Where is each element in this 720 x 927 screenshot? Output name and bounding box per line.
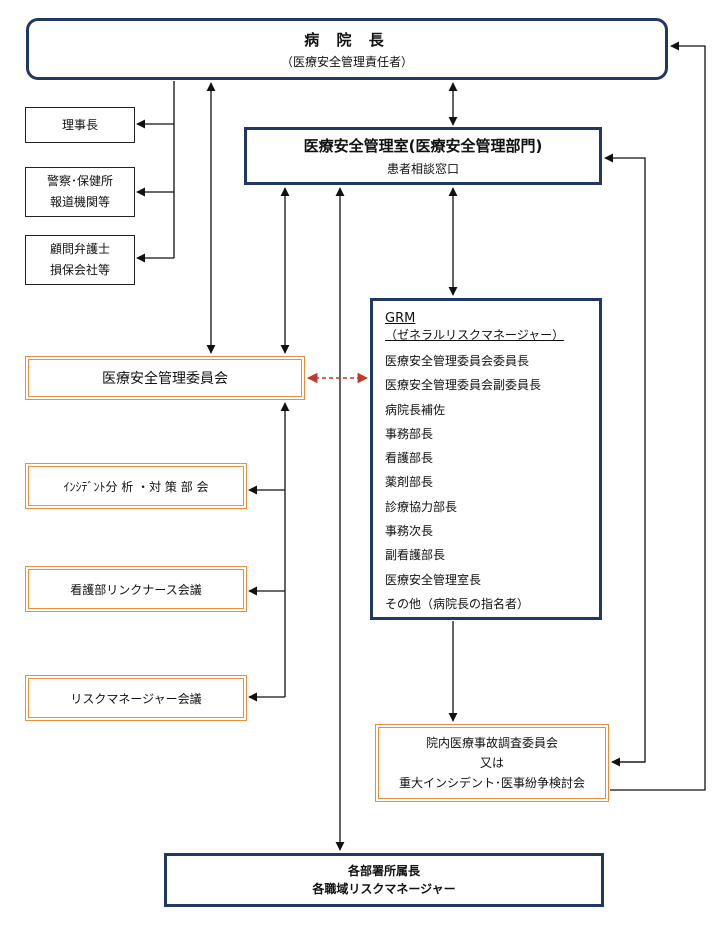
grm-member: 看護部長 bbox=[385, 451, 434, 466]
lawyer-insurer-box: 顧問弁護士 損保会社等 bbox=[25, 235, 135, 285]
incident-analysis-label: ｲﾝｼﾃﾞﾝﾄ分 析 ・対 策 部 会 bbox=[63, 479, 209, 494]
grm-heading-abbr: GRM bbox=[385, 311, 416, 326]
safety-office-title: 医療安全管理室(医療安全管理部門) bbox=[303, 137, 543, 155]
grm-box: GRM （ゼネラルリスクマネージャー） 医療安全管理委員会委員長 医療安全管理委員… bbox=[370, 298, 602, 620]
lawyer-label: 顧問弁護士 bbox=[49, 242, 110, 256]
accident-inquiry-box: 院内医療事故調査委員会 又は 重大インシデント･医事紛争検討会 bbox=[375, 724, 609, 802]
director-subtitle: （医療安全管理責任者） bbox=[280, 54, 413, 69]
grm-member: 病院長補佐 bbox=[385, 402, 446, 417]
police-label: 警察･保健所 bbox=[46, 174, 113, 188]
safety-office-subtitle: 患者相談窓口 bbox=[386, 162, 459, 176]
inquiry-line1: 院内医療事故調査委員会 bbox=[425, 736, 558, 750]
chairman-label: 理事長 bbox=[61, 117, 98, 132]
grm-member: 事務次長 bbox=[385, 524, 434, 539]
arrow-inquiry-office bbox=[604, 153, 646, 763]
director-title: 病 院 長 bbox=[304, 30, 390, 49]
grm-heading-full: （ゼネラルリスクマネージャー） bbox=[385, 328, 565, 342]
department-heads-label: 各部署所属長 bbox=[347, 864, 420, 878]
grm-member-list: 医療安全管理委員会委員長 医療安全管理委員会副委員長 病院長補佐 事務部長 看護… bbox=[385, 349, 589, 616]
grm-heading: GRM （ゼネラルリスクマネージャー） bbox=[385, 311, 589, 343]
safety-committee-label: 医療安全管理委員会 bbox=[102, 371, 228, 387]
risk-managers-label: 各職域リスクマネージャー bbox=[312, 882, 456, 896]
nurse-link-meeting-label: 看護部リンクナース会議 bbox=[70, 582, 202, 597]
grm-member: 事務部長 bbox=[385, 426, 434, 441]
incident-analysis-box: ｲﾝｼﾃﾞﾝﾄ分 析 ・対 策 部 会 bbox=[25, 463, 247, 509]
arrow-inquiry-director bbox=[610, 41, 706, 791]
chairman-box: 理事長 bbox=[25, 107, 135, 143]
inquiry-line2: 又は bbox=[479, 756, 504, 770]
risk-manager-meeting-label: リスクマネージャー会議 bbox=[70, 691, 202, 706]
media-label: 報道機関等 bbox=[49, 195, 110, 209]
grm-member: 診療協力部長 bbox=[385, 499, 458, 514]
safety-committee-box: 医療安全管理委員会 bbox=[25, 356, 305, 400]
inquiry-line3: 重大インシデント･医事紛争検討会 bbox=[398, 776, 585, 790]
police-media-box: 警察･保健所 報道機関等 bbox=[25, 167, 135, 217]
grm-member: 医療安全管理室長 bbox=[385, 572, 482, 587]
insurer-label: 損保会社等 bbox=[49, 263, 110, 277]
safety-office-box: 医療安全管理室(医療安全管理部門) 患者相談窓口 bbox=[244, 127, 602, 185]
director-box: 病 院 長 （医療安全管理責任者） bbox=[26, 18, 668, 80]
department-heads-box: 各部署所属長 各職域リスクマネージャー bbox=[164, 853, 604, 907]
grm-member: 副看護部長 bbox=[385, 548, 446, 563]
grm-member: 医療安全管理委員会委員長 bbox=[385, 354, 530, 368]
risk-manager-meeting-box: リスクマネージャー会議 bbox=[25, 675, 247, 721]
nurse-link-meeting-box: 看護部リンクナース会議 bbox=[25, 566, 247, 612]
grm-member: 薬剤部長 bbox=[385, 475, 434, 490]
grm-member: 医療安全管理委員会副委員長 bbox=[385, 378, 542, 393]
grm-member: その他（病院長の指名者） bbox=[385, 596, 530, 611]
